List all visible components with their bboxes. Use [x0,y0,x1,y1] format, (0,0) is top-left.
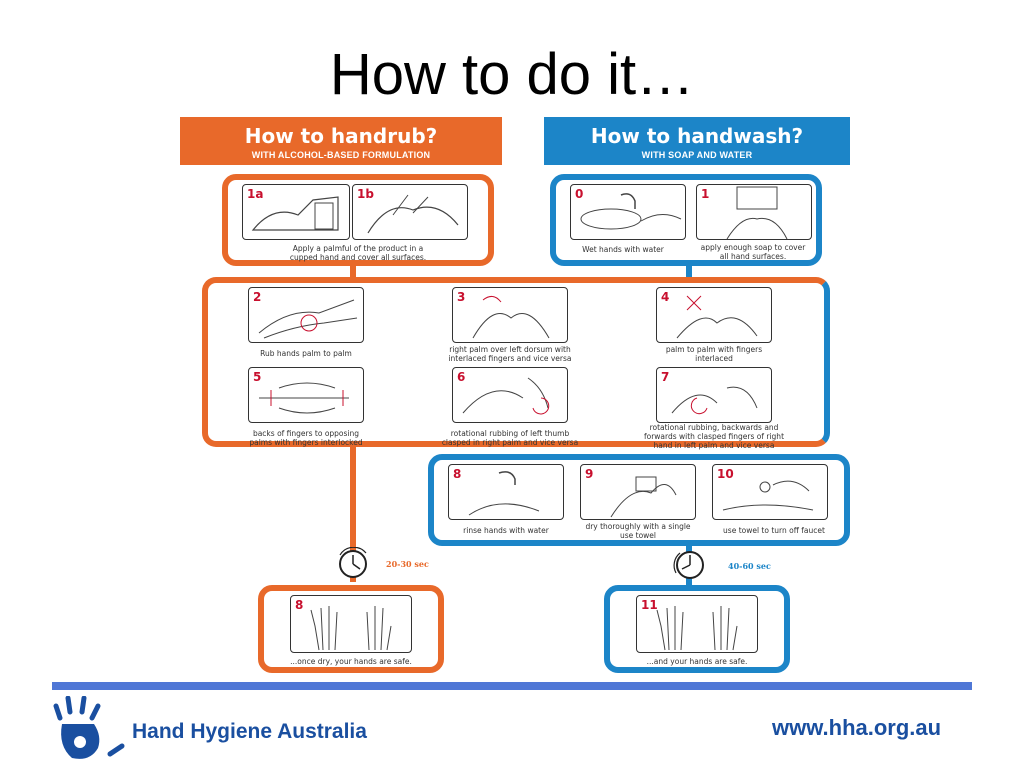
step-caption: right palm over left dorsum with interla… [448,345,572,363]
step-picture: 4 [656,287,772,343]
faucet-icon [580,193,682,230]
step-caption: ...and your hands are safe. [646,657,748,666]
step-caption: Apply a palmful of the product in a cupp… [289,244,427,262]
hands-icon [610,476,677,518]
step-number: 4 [661,290,670,304]
step-caption: backs of fingers to opposing palms with … [249,429,363,447]
hands-icon [251,196,339,231]
step-caption: dry thoroughly with a single use towel [585,522,691,540]
common-steps-frame: 2 Rub hands palm to palm 3 right palm ov… [202,277,830,450]
handrub-timer [336,546,370,581]
step-picture: 7 [656,367,772,423]
hands-icon [656,606,738,651]
step-picture: 2 [248,287,364,343]
handwash-subtitle: WITH SOAP AND WATER [641,150,753,160]
handwash-step-1: 1 [696,184,812,240]
step-caption: ...once dry, your hands are safe. [290,657,412,666]
hands-icon [472,296,550,339]
step-picture: 8 [290,595,412,653]
step-number: 7 [661,370,670,384]
timer-icon [339,546,367,578]
faucet-icon [722,480,814,511]
timer-icon [673,551,704,579]
step-picture: 5 [248,367,364,423]
step-caption: Rub hands palm to palm [260,349,352,358]
step-number: 9 [585,467,594,481]
handrub-flow-line [350,442,356,582]
handwash-step-0: 0 [570,184,686,240]
step-picture: 8 [448,464,564,520]
slide-title: How to do it… [329,42,695,107]
handrub-timer-label: 20-30 sec [386,559,429,569]
step-caption: use towel to turn off faucet [723,526,825,535]
hands-icon [676,295,758,339]
hands-icon [258,299,358,339]
handwash-rinse-frame: 8 rinse hands with water 9 dry thoroughl… [428,454,850,546]
step-caption: apply enough soap to cover all hand surf… [700,243,806,261]
step-number: 0 [575,187,584,201]
hand-hygiene-poster: How to handrub? WITH ALCOHOL-BASED FORMU… [180,117,850,675]
handrub-header: How to handrub? WITH ALCOHOL-BASED FORMU… [180,117,502,165]
hands-icon [671,386,758,415]
step-picture: 6 [452,367,568,423]
footer-divider [52,682,972,690]
handwash-title: How to handwash? [590,124,804,148]
handrub-step-1a: 1a [242,184,350,240]
step-caption: Wet hands with water [582,245,664,254]
website-link[interactable]: www.hha.org.au [772,715,942,740]
hands-icon [462,377,550,415]
handwash-flow-line-top [686,257,692,287]
step-number: 6 [457,370,466,384]
step-number: 1a [247,187,264,201]
step-number: 2 [253,290,262,304]
handwash-timer [672,547,708,583]
step-number: 5 [253,370,262,384]
handrub-step-1b: 1b [352,184,468,240]
step-number: 8 [295,598,304,612]
step-number: 11 [641,598,658,612]
step-caption: rinse hands with water [463,526,549,535]
step-number: 3 [457,290,466,304]
handrub-flow-line-top [350,257,356,287]
step-picture: 3 [452,287,568,343]
handwash-step01-frame: 0 1 Wet hands with water apply enough so… [550,174,822,266]
hand-logo-icon [50,695,130,767]
hands-icon [367,194,459,234]
step-number: 8 [453,467,462,481]
faucet-icon [468,471,540,516]
hands-icon [310,606,392,651]
brand-name: Hand Hygiene Australia [132,720,367,743]
step-number: 1b [357,187,374,201]
handrub-step1-frame: 1a 1b Apply a palmful of the product in … [222,174,494,266]
handrub-final-frame: 8 ...once dry, your hands are safe. [258,585,444,673]
step-number: 1 [701,187,710,201]
step-picture: 11 [636,595,758,653]
step-caption: palm to palm with fingers interlaced [665,345,763,363]
handwash-header: How to handwash? WITH SOAP AND WATER [544,117,850,165]
step-picture: 10 [712,464,828,520]
hands-icon [259,382,349,414]
step-caption: rotational rubbing, backwards and forwar… [643,423,785,450]
soap-dispenser-icon [726,186,788,239]
step-caption: rotational rubbing of left thumb clasped… [441,429,579,447]
handrub-subtitle: WITH ALCOHOL-BASED FORMULATION [251,150,431,160]
handrub-title: How to handrub? [244,124,438,148]
handwash-timer-label: 40-60 sec [728,561,771,571]
handwash-final-frame: 11 ...and your hands are safe. [604,585,790,673]
step-number: 10 [717,467,734,481]
step-picture: 9 [580,464,696,520]
